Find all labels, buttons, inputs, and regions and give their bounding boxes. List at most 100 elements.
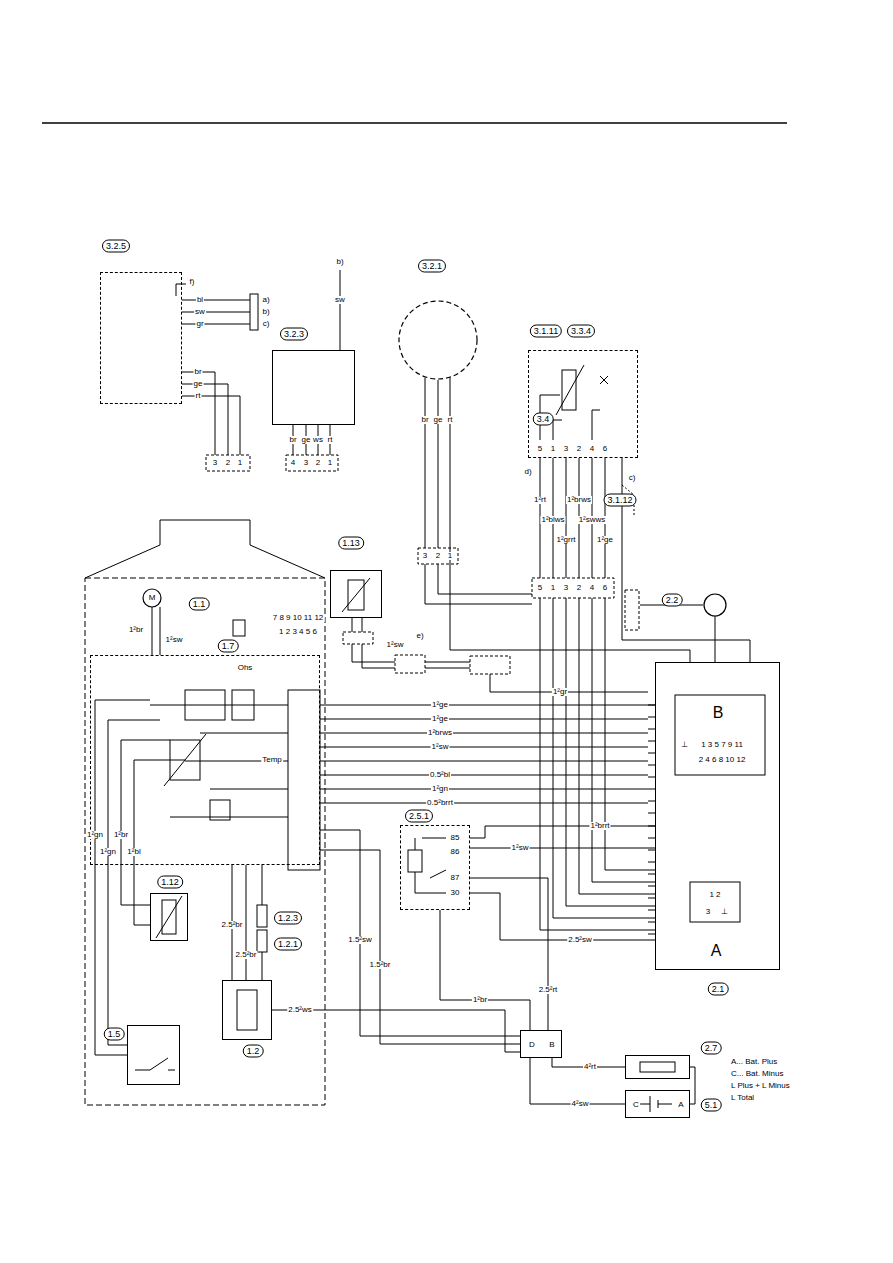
wire-label: rt	[195, 392, 202, 400]
sensor-box: 3.2.3	[272, 350, 355, 425]
fuse-box: 2.7	[625, 1055, 690, 1079]
wire-label: rt	[327, 436, 334, 444]
switch-1-5	[135, 1058, 175, 1070]
relay-symbol	[470, 893, 655, 940]
control-wire	[185, 690, 225, 720]
relay-symbol	[415, 838, 446, 893]
wire-label: 1²gn	[99, 848, 117, 856]
wire-label: 3	[422, 552, 428, 560]
wire-label: 3	[563, 445, 569, 453]
wire-label: 1²brws	[566, 496, 592, 504]
wire-label: 1	[550, 445, 556, 453]
wire-label: br	[193, 368, 202, 376]
wire-label: 1²br	[472, 996, 488, 1004]
sensor-box: 3.1.113.3.43.4	[528, 350, 638, 458]
wire-connector	[272, 1010, 520, 1052]
sensor-1-13	[395, 655, 425, 673]
fuse-battery-symbol	[632, 1062, 675, 1112]
wire-label: 1²sw	[511, 844, 530, 852]
wire-connector	[320, 705, 655, 706]
wire-label: 1 3 5 7 9 11	[700, 741, 744, 749]
battery-box: 5.1CA	[625, 1090, 690, 1118]
sensor-wire	[418, 548, 458, 564]
glow-plug-wire	[257, 930, 267, 952]
sensor-symbol	[540, 365, 608, 440]
relay-symbol	[408, 850, 422, 872]
sensor-wire	[425, 564, 532, 604]
sensor-box: 1.13	[330, 570, 382, 618]
terminal-letter: B	[548, 1041, 555, 1049]
wire-label: 1	[327, 459, 333, 467]
wire-label: 5	[537, 445, 543, 453]
sensor-wire	[182, 372, 240, 455]
pump-circle: 2.2	[703, 593, 727, 617]
callout-number: 1.12	[157, 876, 183, 889]
callout-number: 3.2.5	[102, 240, 130, 253]
sensor-wire	[340, 270, 341, 350]
sensor-wire	[176, 270, 532, 604]
wire-label: 1 2 3 4 5 6	[278, 628, 318, 636]
wire-label: 1²brws	[427, 729, 453, 737]
glow-plug-wire	[232, 830, 520, 1044]
sensor-1-13	[352, 618, 362, 632]
callout-number: 1.2.1	[274, 938, 302, 951]
thermistor-1-12	[156, 896, 182, 938]
wire-label: 1²sw	[431, 743, 450, 751]
wire-label: c)	[262, 320, 271, 328]
callout-number: 1.2.3	[274, 912, 302, 925]
wire-label: 1²gn	[431, 785, 449, 793]
glow-plug-wire	[237, 990, 257, 1030]
wire-label: 3	[212, 459, 218, 467]
glow-plug-box: 1.2	[222, 980, 272, 1040]
wire-label: 2	[315, 459, 321, 467]
terminal-note: L Plus + L Minus	[730, 1082, 791, 1090]
terminal-note: A... Bat. Plus	[730, 1058, 778, 1066]
relay-symbol	[470, 878, 548, 1030]
control-wire	[210, 800, 230, 820]
wire-label: 85	[450, 834, 461, 842]
control-wire	[160, 607, 161, 655]
wire-connector	[470, 848, 655, 849]
wire-label: bl	[196, 296, 204, 304]
sensor-wire	[176, 284, 186, 296]
wire-label: 1	[550, 584, 556, 592]
sensor-wire	[250, 294, 258, 330]
wire-label: 30	[450, 889, 461, 897]
sensor-box: 3.2.5	[100, 272, 182, 404]
wire-label: b)	[335, 258, 344, 266]
sensor-1-13	[343, 632, 373, 644]
wire-label: 2	[576, 445, 582, 453]
wire-connector	[152, 607, 153, 655]
sensor-1-13	[342, 578, 370, 612]
wire-label: 1²ge	[596, 536, 614, 544]
wire-label: 4²sw	[571, 1100, 590, 1108]
wire-label: ge	[433, 416, 444, 424]
wire-label: 2 4 6 8 10 12	[698, 756, 747, 764]
thermistor-1-12	[156, 896, 182, 938]
control-unit-symbol	[690, 882, 740, 922]
glow-plug-wire	[257, 905, 267, 927]
relay-symbol	[408, 826, 655, 1030]
sensor-symbol	[562, 370, 576, 410]
terminal-letter: C	[632, 1101, 640, 1109]
callout-number: 1.7	[218, 640, 239, 653]
outline-circle	[704, 594, 726, 616]
sensor-symbol	[556, 365, 584, 415]
wire-label: 2.5²ws	[287, 1006, 313, 1014]
glow-plug-wire	[320, 830, 520, 1044]
wire-label: e)	[415, 632, 424, 640]
switch-1-5	[135, 1058, 175, 1070]
callout-number: 2.1	[708, 983, 729, 996]
wire-label: 4	[290, 459, 296, 467]
wire-label: 1.5²br	[369, 961, 392, 969]
wire-label: 2	[435, 552, 441, 560]
outline-circle	[703, 593, 727, 617]
thermistor-box: 1.12	[150, 893, 188, 941]
outline-circle	[398, 300, 478, 380]
wire-label: 4	[589, 445, 595, 453]
control-unit-symbol	[675, 695, 765, 775]
callout-number: 3.1.12	[603, 494, 636, 507]
wire-label: ⊥	[720, 908, 729, 916]
